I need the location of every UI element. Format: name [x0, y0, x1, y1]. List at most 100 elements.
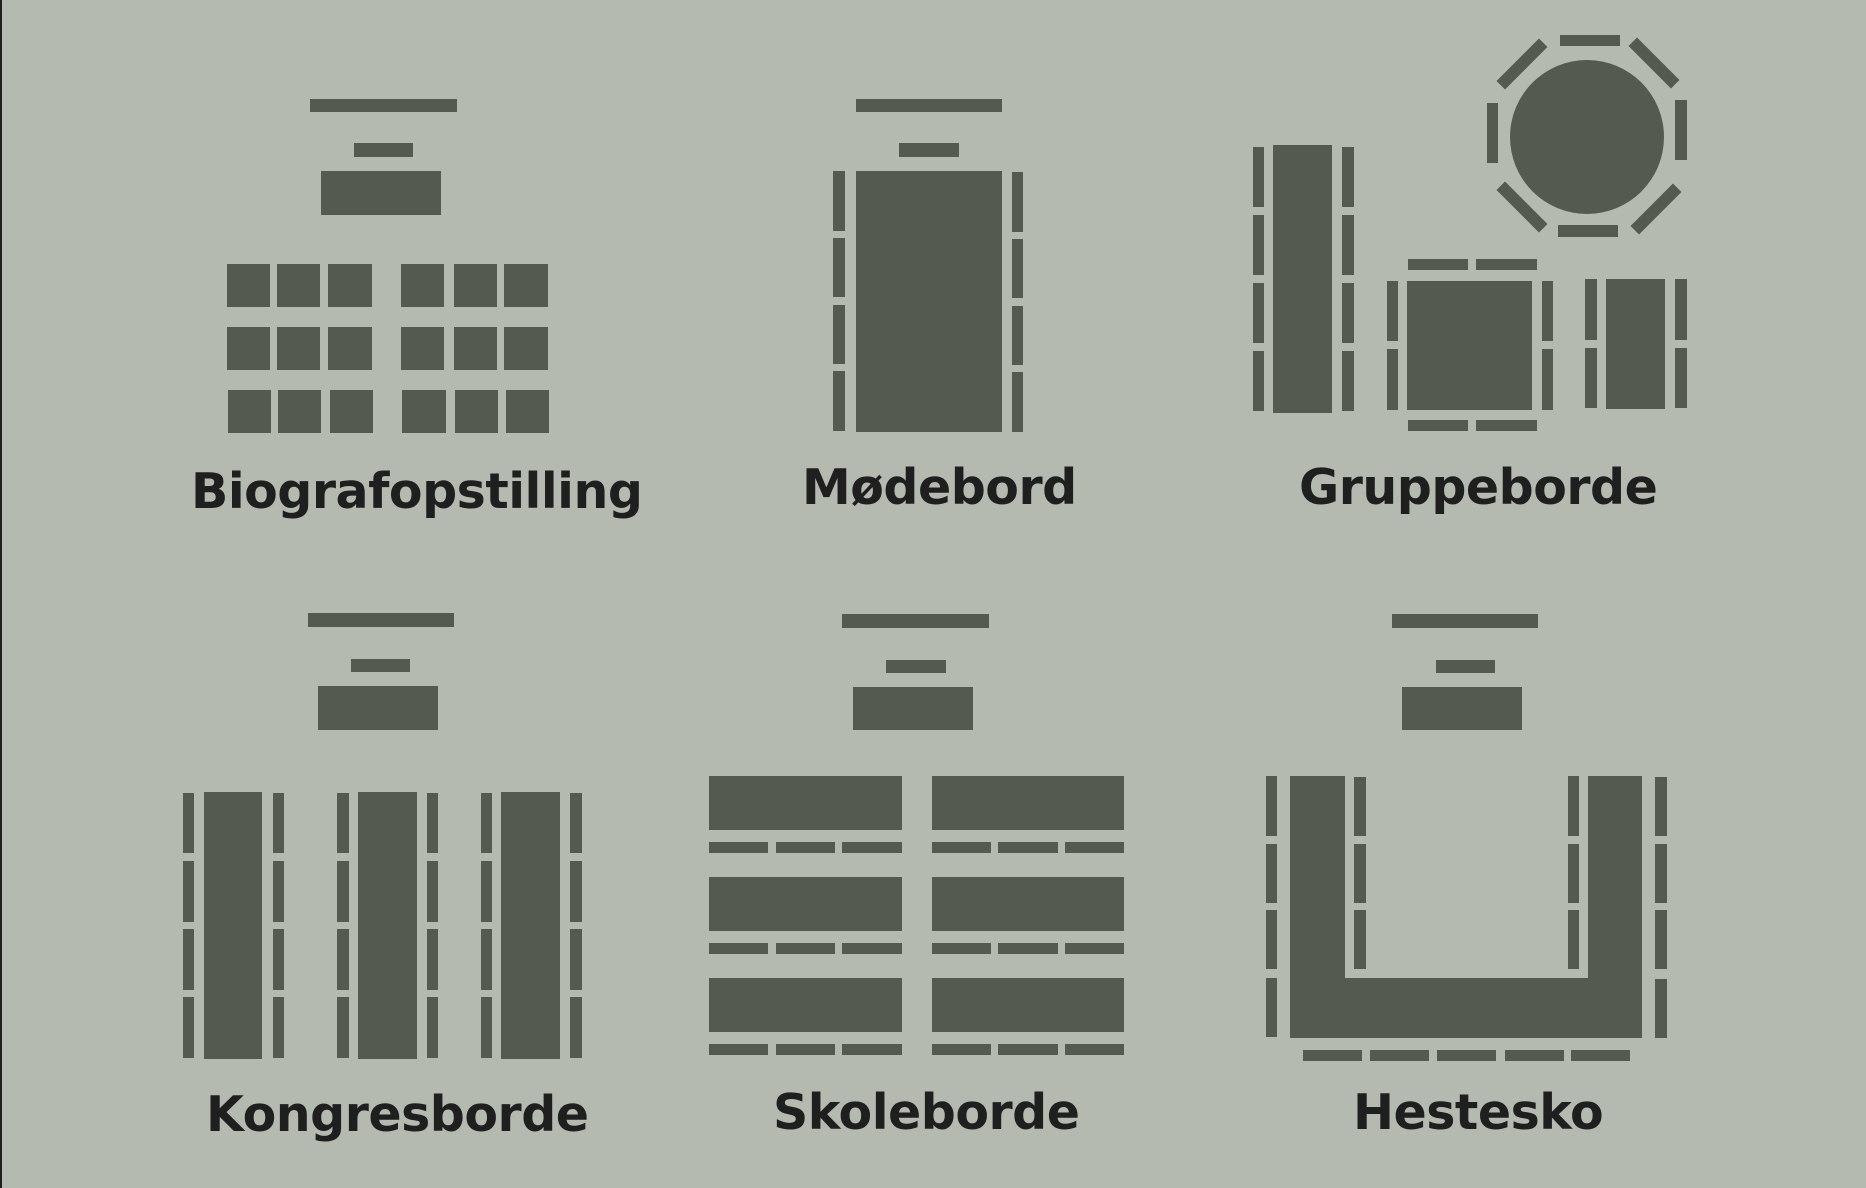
desk-icon — [709, 776, 902, 830]
long-table-icon — [501, 792, 560, 1059]
chair-icon — [998, 943, 1058, 954]
presenter-table-icon — [1402, 687, 1522, 730]
presenter-table-icon — [321, 171, 441, 215]
chair-icon — [1065, 943, 1124, 954]
chair-icon — [337, 793, 349, 853]
seat-icon — [402, 390, 446, 433]
speaker-podium-icon — [351, 659, 410, 672]
chair-icon — [273, 997, 284, 1058]
chair-icon — [1505, 1050, 1564, 1061]
chair-icon — [427, 997, 438, 1058]
chair-icon — [1585, 348, 1597, 408]
seat-icon — [504, 327, 548, 370]
layout-label: Skoleborde — [773, 1084, 1080, 1141]
chair-icon — [481, 997, 492, 1058]
seat-icon — [328, 264, 372, 307]
chair-icon — [1253, 283, 1264, 343]
layout-label: Biografopstilling — [191, 463, 643, 520]
chair-icon — [427, 793, 438, 853]
speaker-podium-icon — [1436, 660, 1495, 673]
chair-icon — [842, 1044, 902, 1055]
chair-icon — [1012, 306, 1023, 365]
round-table-icon — [1510, 60, 1664, 214]
chair-icon — [183, 929, 194, 990]
seat-icon — [227, 264, 270, 307]
chair-icon — [1012, 239, 1023, 298]
seat-icon — [504, 264, 548, 307]
layout-label: Kongresborde — [206, 1086, 589, 1143]
chair-icon — [1012, 372, 1023, 432]
seat-icon — [455, 390, 498, 433]
chair-icon — [1558, 225, 1618, 237]
chair-icon — [1354, 910, 1366, 969]
chair-icon — [1568, 844, 1579, 903]
seat-icon — [401, 327, 444, 370]
desk-icon — [932, 978, 1124, 1032]
chair-icon — [1253, 147, 1264, 207]
left-border — [0, 0, 2, 1188]
long-table-icon — [358, 792, 417, 1059]
chair-icon — [709, 842, 768, 853]
seat-icon — [506, 390, 549, 433]
chair-icon — [1342, 215, 1354, 275]
chair-icon — [570, 929, 582, 990]
chair-icon — [183, 793, 194, 853]
chair-icon — [427, 861, 438, 922]
chair-icon — [1065, 1044, 1124, 1055]
chair-icon — [1568, 776, 1579, 836]
desk-icon — [932, 776, 1124, 830]
chair-icon — [1655, 777, 1667, 836]
chair-icon — [1675, 100, 1687, 160]
chair-icon — [337, 861, 349, 922]
chair-icon — [1655, 844, 1667, 903]
chair-icon — [1675, 348, 1687, 408]
chair-icon — [183, 861, 194, 922]
seat-icon — [277, 264, 320, 307]
chair-icon — [1354, 777, 1366, 836]
chair-icon — [1253, 351, 1264, 411]
chair-icon — [1437, 1050, 1496, 1061]
chair-icon — [833, 238, 845, 297]
chair-icon — [1568, 910, 1579, 969]
chair-icon — [1266, 910, 1277, 969]
seat-icon — [330, 390, 373, 433]
long-table-icon — [1273, 145, 1332, 413]
chair-icon — [776, 943, 835, 954]
chair-icon — [1387, 281, 1398, 341]
screen-icon — [842, 614, 989, 628]
presenter-table-icon — [853, 687, 973, 730]
screen-icon — [1392, 614, 1538, 628]
chair-icon — [833, 305, 845, 364]
small-table-icon — [1606, 279, 1665, 409]
chair-icon — [1354, 844, 1366, 903]
seat-icon — [454, 327, 497, 370]
chair-icon — [183, 997, 194, 1058]
seat-icon — [328, 327, 372, 370]
chair-icon — [1408, 420, 1468, 431]
chair-icon — [842, 943, 902, 954]
seat-icon — [401, 264, 444, 307]
chair-icon — [932, 943, 991, 954]
chair-icon — [337, 997, 349, 1058]
chair-icon — [1655, 910, 1667, 969]
chair-icon — [709, 1044, 768, 1055]
chair-icon — [481, 861, 492, 922]
chair-icon — [1655, 979, 1667, 1038]
chair-icon — [1266, 844, 1277, 903]
seat-icon — [454, 264, 497, 307]
chair-icon — [1266, 776, 1277, 836]
chair-icon — [776, 842, 835, 853]
chair-icon — [273, 929, 284, 990]
chair-icon — [1675, 279, 1687, 340]
chair-icon — [427, 929, 438, 990]
chair-icon — [1370, 1050, 1429, 1061]
chair-icon — [337, 929, 349, 990]
chair-icon — [570, 793, 582, 853]
chair-icon — [1476, 420, 1537, 431]
long-table-icon — [204, 792, 262, 1059]
chair-icon — [1408, 259, 1468, 270]
layout-label: Hestesko — [1353, 1084, 1604, 1141]
chair-icon — [998, 1044, 1058, 1055]
chair-icon — [1342, 283, 1354, 343]
chair-icon — [932, 842, 991, 853]
